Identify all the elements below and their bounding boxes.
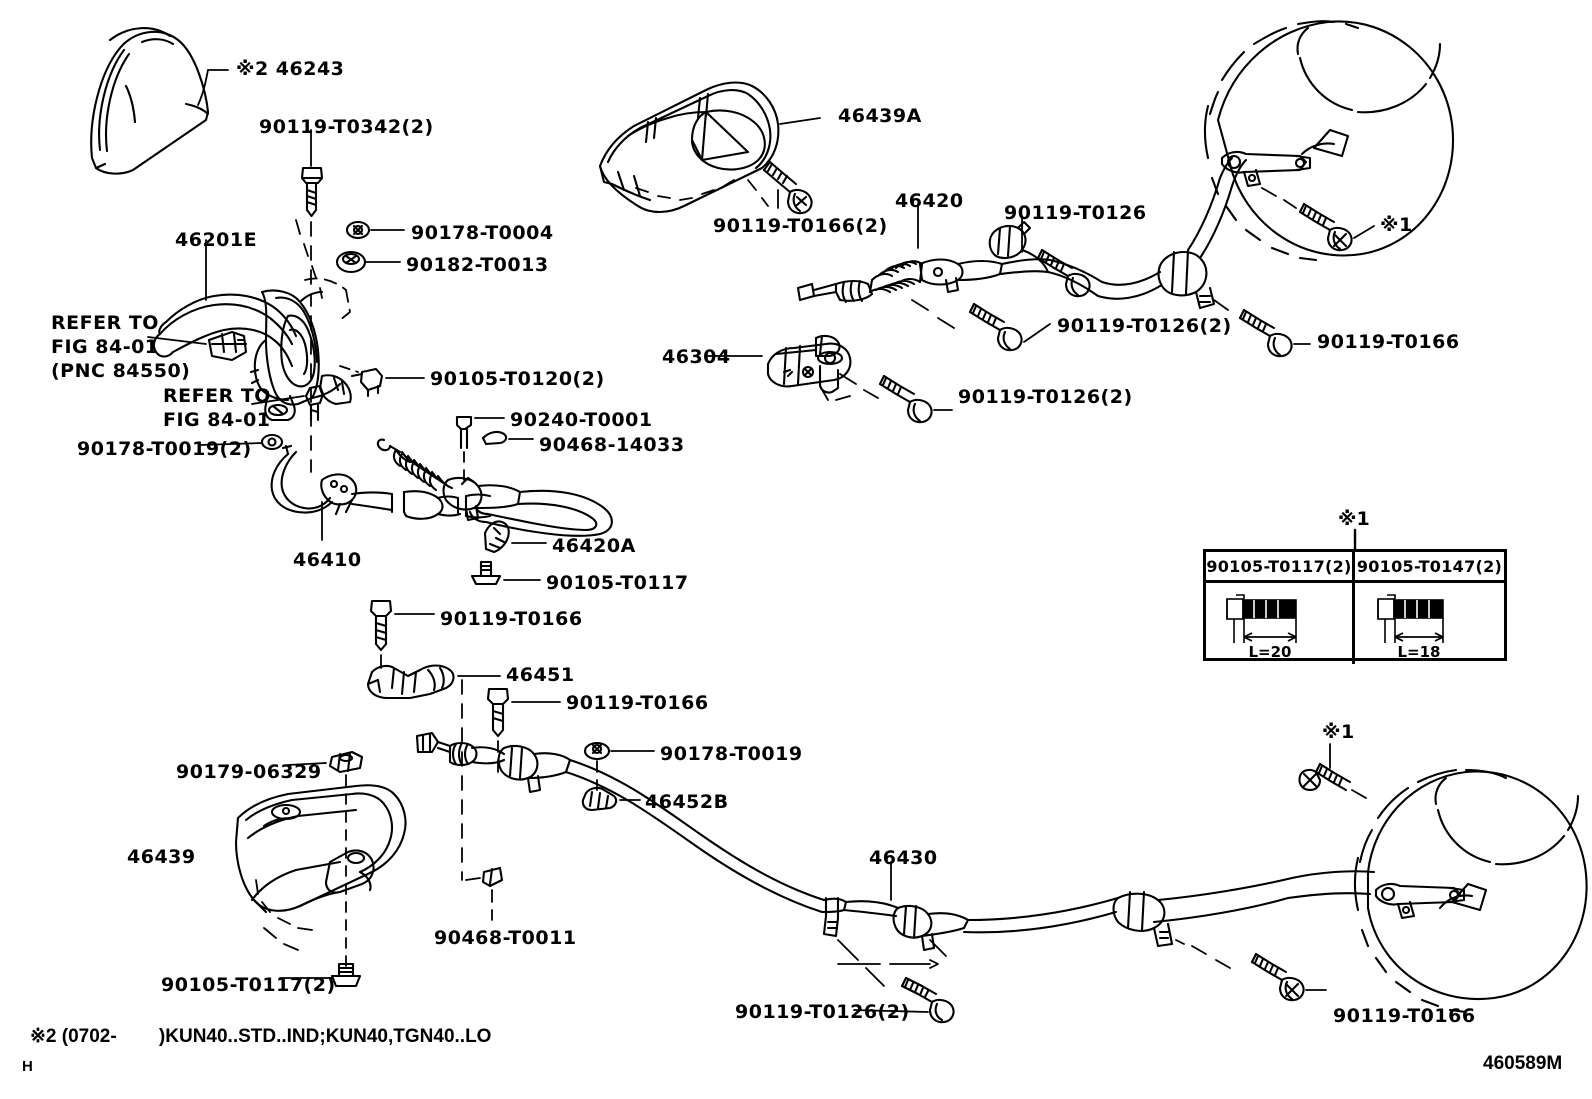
bolt-refer-fig84-01: [304, 384, 325, 422]
part-pnc-84550: [207, 330, 248, 362]
part-label-90119-T0166-2: 90119-T0166(2): [713, 215, 888, 237]
bolt-90119-T0126-midleft: [968, 302, 1023, 352]
clip-90468-T0011: [481, 866, 504, 888]
brake-backing-plate-lower: [1353, 768, 1588, 1014]
part-label-90179-06329: 90179-06329: [176, 761, 322, 783]
part-label-90105-T0117: 90105-T0117: [546, 572, 689, 594]
legend-bolt-cell-2: L=18: [1355, 583, 1504, 664]
part-label-46243: ※2 46243: [236, 58, 345, 80]
legend-length-1: L=20: [1248, 643, 1291, 661]
part-label-90178-T0019: 90178-T0019: [660, 743, 803, 765]
part-label-46420A: 46420A: [552, 535, 636, 557]
bolt-90119-T0166-a: [369, 599, 393, 652]
part-label-90119-T0166-a: 90119-T0166: [440, 608, 583, 630]
bolt-90119-T0166-2: [762, 160, 813, 215]
part-label-90468-T0011: 90468-T0011: [434, 927, 577, 949]
bolt-figure-2: L=18: [1365, 587, 1495, 661]
bolt-90119-T0126-bottom: [900, 976, 955, 1024]
part-label-90178-T0019-2: 90178-T0019(2): [77, 438, 252, 460]
part-label-90119-T0166-b: 90119-T0166: [566, 692, 709, 714]
bolt-90105-T0120: [350, 367, 384, 398]
bolt-star1-lower: [1298, 762, 1352, 792]
part-46243-boot: [90, 27, 210, 175]
nut-90178-T0019-b: [583, 741, 611, 761]
part-label-90119-T0166-c: 90119-T0166: [1317, 331, 1460, 353]
bolt-90119-T0342: [300, 129, 324, 218]
part-label-90119-T0126-2c: 90119-T0126(2): [735, 1001, 910, 1023]
part-label-90240-T0001: 90240-T0001: [510, 409, 653, 431]
bolt-90119-T0126-46304: [878, 374, 933, 424]
legend-header-row: 90105-T0117(2) 90105-T0147(2): [1206, 552, 1504, 583]
legend-table: 90105-T0117(2) 90105-T0147(2): [1203, 549, 1507, 664]
part-label-star1-a: ※1: [1380, 214, 1413, 236]
part-label-refer-2: REFER TO: [163, 385, 271, 407]
footer-application-note: ※2 (0702- )KUN40..STD..IND;KUN40,TGN40..…: [30, 1026, 492, 1047]
part-label-46430: 46430: [869, 847, 938, 869]
bolt-90119-T0166-lowerright: [1250, 952, 1305, 1002]
part-label-refer-1c: (PNC 84550): [51, 360, 191, 382]
nut-90178-T0019-left: [260, 433, 284, 451]
diagram-code: 460589M: [1483, 1053, 1563, 1074]
part-label-refer-1: REFER TO: [51, 312, 159, 334]
part-label-90105-T0120-2: 90105-T0120(2): [430, 368, 605, 390]
part-label-46304: 46304: [662, 346, 731, 368]
part-label-90105-T0117-2: 90105-T0117(2): [161, 974, 336, 996]
part-label-46452B: 46452B: [645, 791, 729, 813]
legend-star-marker: ※1: [1338, 508, 1370, 530]
part-label-46439A: 46439A: [838, 105, 922, 127]
bolt-figure-1: L=20: [1214, 587, 1344, 661]
part-46410-cable: [270, 444, 492, 520]
part-46439-cover: [234, 784, 407, 914]
part-label-46201E: 46201E: [175, 229, 258, 251]
part-label-90468-14033: 90468-14033: [539, 434, 685, 456]
clamp-46420A: [483, 520, 510, 554]
part-label-90119-T0126-2b: 90119-T0126(2): [958, 386, 1133, 408]
part-46420-cable-upper: [796, 156, 1248, 310]
nut-90179-06329: [328, 750, 364, 774]
part-46304-equalizer: [766, 334, 852, 394]
clamp-46451: [366, 664, 455, 700]
bolt-90105-T0117-bottom: [330, 962, 362, 988]
clip-90468-14033: [481, 430, 508, 446]
part-46439A-cover: [598, 81, 780, 214]
part-label-46410: 46410: [293, 549, 362, 571]
clip-46452B: [581, 786, 618, 812]
legend-body-row: L=20: [1206, 583, 1504, 664]
part-label-90119-T0126: 90119-T0126: [1004, 202, 1147, 224]
part-label-90178-T0004: 90178-T0004: [411, 222, 554, 244]
part-label-46439: 46439: [127, 846, 196, 868]
legend-length-2: L=18: [1397, 643, 1440, 661]
legend-header-cell-2: 90105-T0147(2): [1356, 556, 1503, 576]
part-46420-spring-left: [376, 438, 613, 537]
washer-90182-T0013: [335, 250, 367, 274]
part-label-46420: 46420: [895, 190, 964, 212]
part-label-90182-T0013: 90182-T0013: [406, 254, 549, 276]
part-label-refer-2b: FIG 84-01: [163, 409, 271, 431]
bolt-90240-T0001: [455, 415, 473, 450]
brake-backing-plate-upper: [1203, 20, 1455, 262]
legend-header-cell-1: 90105-T0117(2): [1206, 552, 1355, 580]
part-label-90119-T0166-d: 90119-T0166: [1333, 1005, 1476, 1027]
bolt-90119-T0166-b: [486, 687, 510, 738]
part-46201E-lever: [152, 289, 352, 422]
bolt-star1-upper: [1298, 202, 1353, 252]
bolt-90105-T0117-upper: [470, 560, 502, 586]
part-label-star1-b: ※1: [1322, 721, 1355, 743]
part-label-46451: 46451: [506, 664, 575, 686]
part-label-90119-T0126-2a: 90119-T0126(2): [1057, 315, 1232, 337]
part-label-90119-T0342-2: 90119-T0342(2): [259, 116, 434, 138]
part-label-refer-1b: FIG 84-01: [51, 336, 159, 358]
footer-note-continuation: H: [22, 1058, 33, 1075]
bolt-90119-T0166-midright: [1238, 308, 1293, 358]
nut-90178-T0004: [345, 220, 371, 240]
part-46430-cable: [415, 731, 1376, 952]
legend-bolt-cell-1: L=20: [1206, 583, 1355, 664]
bolt-90119-T0126-upper: [1036, 248, 1091, 298]
